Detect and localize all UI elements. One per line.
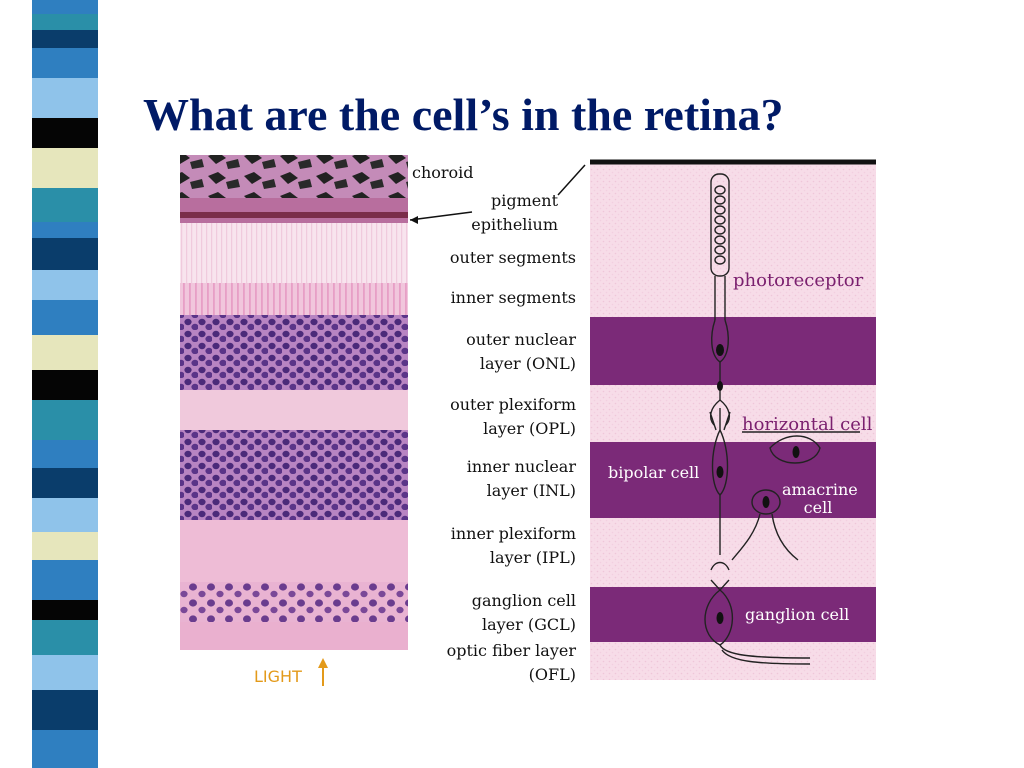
photoreceptor-disc xyxy=(714,205,726,215)
stripe-block xyxy=(32,78,98,118)
layer-labels: choroid pigment epithelium outer segments in… xyxy=(412,163,576,684)
layer-label-choroid: choroid xyxy=(412,163,474,182)
layer-label-inner-plexiform-layer: layer (IPL) xyxy=(490,548,576,567)
ganglion-nucleus xyxy=(716,612,724,624)
photoreceptor-disc xyxy=(714,195,726,205)
layer-label-inner-segments: inner segments xyxy=(451,288,576,307)
photoreceptor-disc xyxy=(714,235,726,245)
photoreceptor-disc xyxy=(714,225,726,235)
horizontal-cell xyxy=(742,431,860,464)
photoreceptor-disc xyxy=(714,245,726,255)
layer-label-optic-fiber-layer: (OFL) xyxy=(529,665,576,684)
layer-label-pigment-epithelium: pigment xyxy=(491,191,559,210)
stripe-block xyxy=(32,655,98,690)
cell-labels: photoreceptor horizontal cell bipolar cell… xyxy=(608,270,873,624)
stripe-block xyxy=(32,48,98,78)
onl-band xyxy=(590,317,876,385)
stripe-block xyxy=(32,690,98,730)
layer-label-ganglion-cell-layer: ganglion cell xyxy=(472,591,576,610)
layer-label-optic-fiber-layer: optic fiber layer xyxy=(447,641,577,660)
slide-title: What are the cell’s in the retina? xyxy=(143,89,784,140)
stripe-block xyxy=(32,222,98,238)
photoreceptor-disc xyxy=(714,255,726,265)
stripe-block xyxy=(32,188,98,222)
decorative-stripe xyxy=(32,0,98,768)
amacrine-cell-label: cell xyxy=(804,498,833,517)
stripe-block xyxy=(32,118,98,148)
layer-label-inner-nuclear-layer: inner nuclear xyxy=(467,457,577,476)
bipolar-cell-label: bipolar cell xyxy=(608,463,699,482)
layer-label-ganglion-cell-layer: layer (GCL) xyxy=(482,615,576,634)
stripe-block xyxy=(32,300,98,335)
stripe-block xyxy=(32,14,98,30)
light-label: LIGHT xyxy=(254,667,302,686)
inl-band xyxy=(590,442,876,518)
stripe-block xyxy=(32,498,98,532)
amacrine-cell-label: amacrine xyxy=(782,480,858,499)
stripe-block xyxy=(32,0,98,14)
stripe-block xyxy=(32,148,98,188)
retina-diagram-svg: choroid pigment epithelium outer segments in… xyxy=(180,155,876,686)
stripe-block xyxy=(32,468,98,498)
layer-label-outer-plexiform-layer: outer plexiform xyxy=(450,395,576,414)
horizontal-cell-label: horizontal cell xyxy=(742,414,873,435)
retina-schematic xyxy=(590,159,876,680)
layer-label-outer-plexiform-layer: layer (OPL) xyxy=(483,419,576,438)
stripe-block xyxy=(32,335,98,370)
histology-micrograph xyxy=(180,155,408,650)
layer-label-outer-segments: outer segments xyxy=(450,248,576,267)
stripe-block xyxy=(32,30,98,48)
ganglion-cell xyxy=(704,579,811,665)
photoreceptor-label: photoreceptor xyxy=(733,270,864,291)
stripe-block xyxy=(32,600,98,620)
layer-label-pigment-epithelium: epithelium xyxy=(471,215,558,234)
bipolar-nucleus xyxy=(716,466,724,478)
stripe-block xyxy=(32,532,98,560)
stripe-block xyxy=(32,238,98,270)
layer-label-outer-nuclear-layer: outer nuclear xyxy=(466,330,576,349)
layer-label-inner-nuclear-layer: layer (INL) xyxy=(487,481,576,500)
stripe-block xyxy=(32,400,98,440)
photoreceptor-terminal xyxy=(717,381,723,391)
stripe-block xyxy=(32,270,98,300)
stripe-block xyxy=(32,620,98,655)
photoreceptor-disc xyxy=(714,215,726,225)
stripe-block xyxy=(32,730,98,768)
stripe-block xyxy=(32,440,98,468)
retina-figure: choroid pigment epithelium outer segments in… xyxy=(170,150,890,695)
bipolar-cell xyxy=(709,408,731,571)
photoreceptor-nucleus xyxy=(716,344,724,356)
ganglion-cell-label: ganglion cell xyxy=(745,605,849,624)
photoreceptor-disc xyxy=(714,185,726,195)
layer-label-outer-nuclear-layer: layer (ONL) xyxy=(480,354,576,373)
stripe-block xyxy=(32,560,98,600)
amacrine-cell xyxy=(731,489,799,561)
layer-label-inner-plexiform-layer: inner plexiform xyxy=(451,524,576,543)
stripe-block xyxy=(32,370,98,400)
